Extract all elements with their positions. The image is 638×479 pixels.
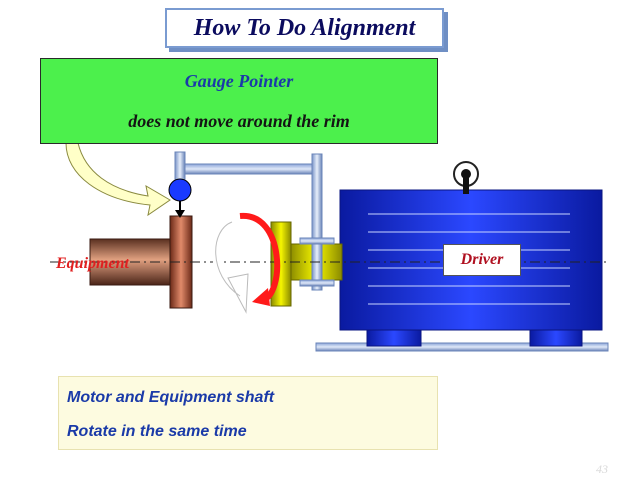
base-rail [315,342,609,352]
gauge-pointer-callout: Gauge Pointer does not move around the r… [40,58,438,144]
gauge-pointer-icon [168,178,192,218]
rotation-arrow-icon [212,212,281,314]
motor-foot-right [529,329,583,347]
note-line-2: Rotate in the same time [67,423,247,440]
bracket-horizontal-bar [179,163,321,175]
page-title: How To Do Alignment [165,8,444,48]
driver-label: Driver [443,244,521,276]
note-line-1: Motor and Equipment shaft [67,389,275,406]
lifting-eye-icon [453,161,479,194]
rotation-note: Motor and Equipment shaft Rotate in the … [58,376,438,450]
callout-line-2: does not move around the rim [128,111,350,131]
bracket-clamp [299,237,335,245]
equipment-label: Equipment [56,255,129,272]
page-number: 43 [596,462,608,476]
bracket-post-right [311,153,323,291]
bracket-clamp-bottom [299,279,335,287]
callout-line-1: Gauge Pointer [184,71,294,91]
motor-foot-left [366,329,422,347]
callout-pointer-arrow [65,142,171,217]
